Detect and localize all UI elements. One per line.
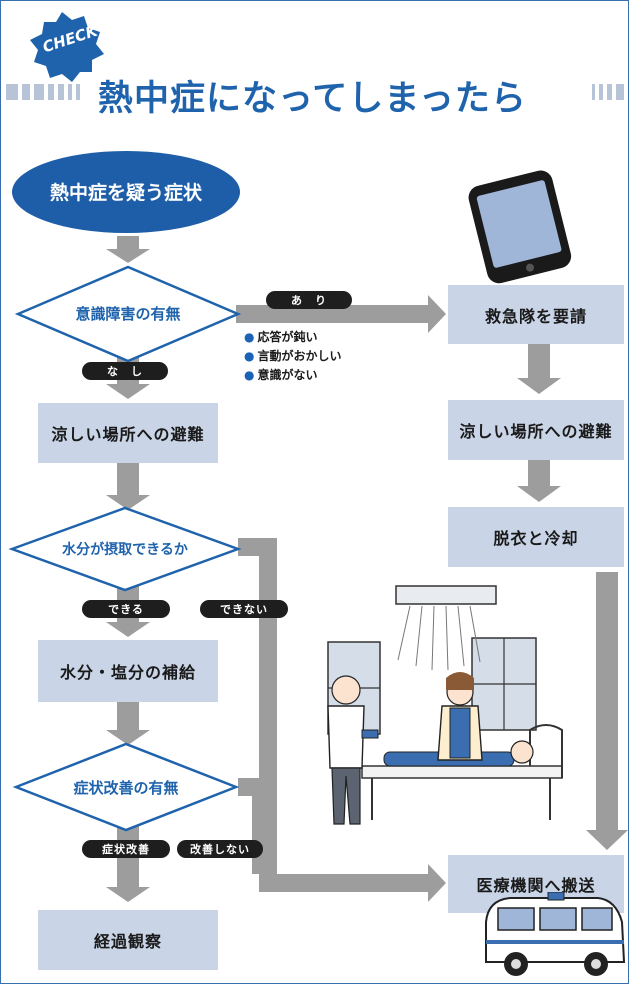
arrow-ems-to-cool xyxy=(517,344,561,394)
decision-water-label: 水分が摂取できるか xyxy=(62,542,188,558)
decision-water-shape xyxy=(8,506,242,592)
start-label: 熱中症を疑う症状 xyxy=(49,182,202,204)
arrow-undress-to-hospital xyxy=(586,572,628,850)
title-right-stripes xyxy=(592,84,624,100)
symptom-item: ●言動がおかしい xyxy=(244,349,342,363)
symptom-item: ●応答が鈍い xyxy=(244,330,318,344)
label-ari: あ り xyxy=(266,291,352,309)
arrow-start-to-consciousness xyxy=(106,236,150,263)
arrow-cool-to-undress xyxy=(517,460,561,502)
label-nashi: な し xyxy=(82,362,168,380)
step-call-ems: 救急隊を要請 xyxy=(448,285,624,344)
step-observe: 経過観察 xyxy=(38,910,218,970)
decision-consciousness-label: 意識障害の有無 xyxy=(75,305,181,323)
smartphone-icon xyxy=(468,170,572,284)
decision-improvement-shape xyxy=(12,742,240,832)
ambulance-icon xyxy=(485,892,626,976)
arrow-cool-to-water xyxy=(106,463,150,510)
label-dekinai: できない xyxy=(200,600,288,618)
decision-improvement-label: 症状改善の有無 xyxy=(73,779,179,797)
step-undress: 脱衣と冷却 xyxy=(448,507,624,567)
arrow-consciousness-to-ems xyxy=(236,295,446,333)
check-badge-icon xyxy=(30,12,104,82)
step-right-cool: 涼しい場所への避難 xyxy=(448,400,624,460)
symptom-item: ●意識がない xyxy=(244,368,318,382)
arrow-rehydrate-to-improvement xyxy=(106,702,150,745)
label-dekiru: できる xyxy=(82,600,170,618)
step-rehydrate: 水分・塩分の補給 xyxy=(38,640,218,702)
first-aid-scene-illustration xyxy=(327,585,563,825)
label-kaizen: 症状改善 xyxy=(82,840,170,858)
symptom-list: ●応答が鈍い ●言動がおかしい ●意識がない xyxy=(244,328,342,385)
label-kaizen-shinai: 改善しない xyxy=(177,840,263,858)
start-ellipse xyxy=(12,151,240,233)
title-decoration xyxy=(6,12,624,100)
title-left-stripes xyxy=(6,84,80,100)
page-title: 熱中症になってしまったら xyxy=(98,79,527,119)
decision-consciousness-shape xyxy=(14,265,242,363)
step-left-cool: 涼しい場所への避難 xyxy=(38,403,218,463)
